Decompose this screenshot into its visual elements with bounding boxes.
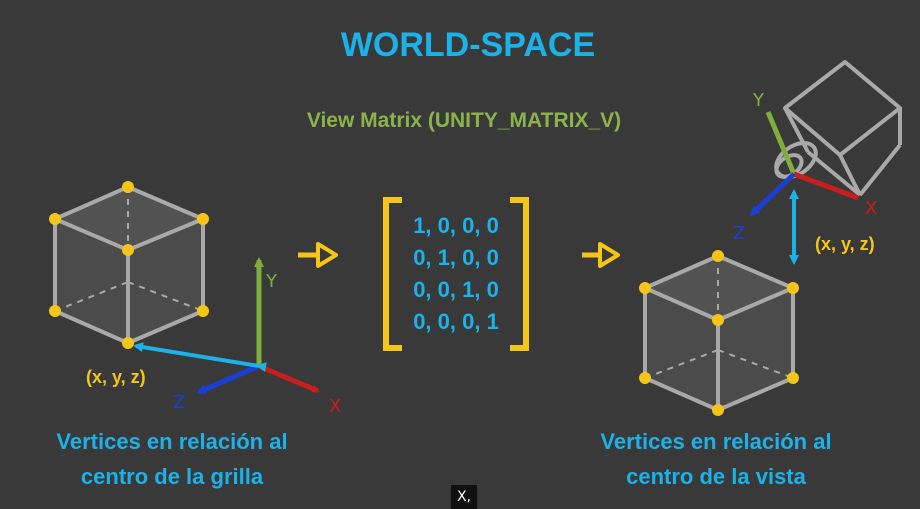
right-axis-x-label: X: [865, 198, 877, 219]
right-axis-y-label: Y: [752, 90, 765, 111]
tooltip: X,: [451, 485, 477, 509]
right-axes: Y X Z (x, y, z): [733, 90, 877, 265]
view-matrix: 1, 0, 0, 0 0, 1, 0, 0 0, 0, 1, 0 0, 0, 0…: [383, 197, 529, 351]
right-caption-line2: centro de la vista: [626, 464, 807, 489]
transform-arrow-right: [582, 242, 620, 268]
matrix-row-1: 1, 0, 0, 0: [413, 213, 499, 238]
transform-arrow-left: [298, 242, 338, 268]
left-coords-label: (x, y, z): [86, 367, 146, 387]
left-cube: [49, 181, 209, 349]
camera-icon: [774, 60, 902, 197]
right-coords-label: (x, y, z): [815, 234, 875, 254]
matrix-row-3: 0, 0, 1, 0: [413, 277, 499, 302]
left-axes: Y X Z (x, y, z): [86, 257, 341, 417]
left-axis-z-label: Z: [173, 392, 185, 413]
left-axis-y-label: Y: [265, 271, 278, 292]
matrix-row-2: 0, 1, 0, 0: [413, 245, 499, 270]
left-axis-x-label: X: [329, 396, 341, 417]
diagram-title: WORLD-SPACE: [341, 26, 595, 64]
right-caption-line1: Vertices en relación al: [600, 429, 831, 454]
right-cube: [639, 250, 799, 416]
matrix-row-4: 0, 0, 0, 1: [413, 309, 499, 334]
right-axis-z-label: Z: [733, 223, 745, 244]
left-caption-line2: centro de la grilla: [81, 464, 264, 489]
left-caption-line1: Vertices en relación al: [56, 429, 287, 454]
matrix-subtitle: View Matrix (UNITY_MATRIX_V): [307, 109, 621, 132]
